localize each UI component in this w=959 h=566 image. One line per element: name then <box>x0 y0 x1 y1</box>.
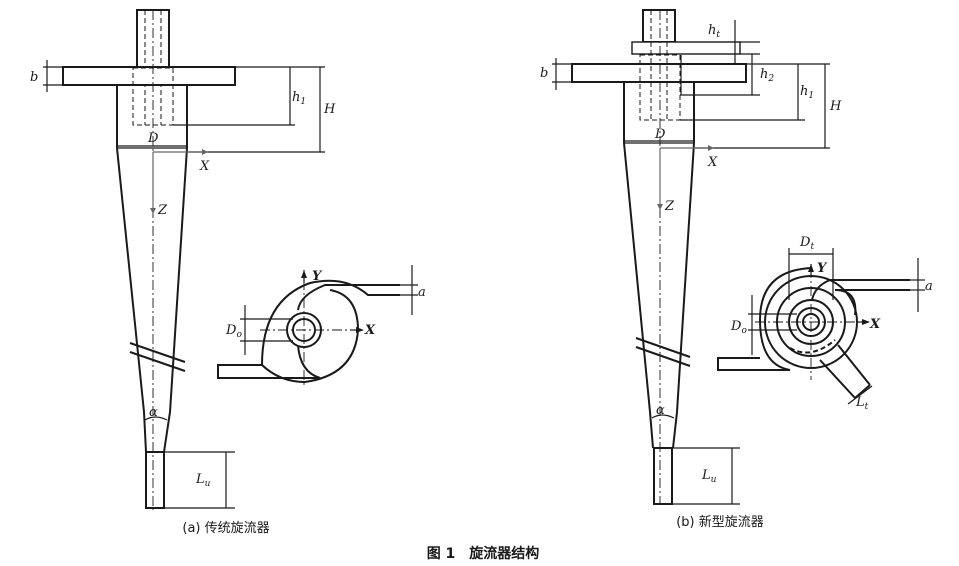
label-Y-a: Y <box>312 269 323 284</box>
label-Lt-b: Lt <box>855 395 869 412</box>
figure-caption: 图 1 旋流器结构 <box>427 545 540 562</box>
label-b-b: b <box>540 66 548 81</box>
label-a-b: a <box>925 279 933 294</box>
label-Z-b: Z <box>664 199 675 214</box>
label-b-a: b <box>30 70 38 85</box>
overflow-pipe <box>642 9 676 43</box>
label-Do-a: Do <box>225 323 242 340</box>
label-alpha-b: α <box>656 403 665 418</box>
underflow-pipe <box>145 451 165 509</box>
label-Xtop-b: X <box>869 317 881 332</box>
label-Lu-b: Lu <box>701 468 717 485</box>
label-H-b: H <box>829 99 842 114</box>
new-top-view <box>717 248 925 405</box>
label-X-a: X <box>199 159 210 174</box>
label-Do-b: Do <box>730 319 747 336</box>
label-ht-b: ht <box>708 23 720 40</box>
label-h1-b: h1 <box>800 84 814 101</box>
label-Xtop-a: X <box>364 323 376 338</box>
label-Dt-b: Dt <box>799 235 814 252</box>
label-D-b: D <box>654 127 666 142</box>
label-X-b: X <box>707 155 718 170</box>
label-D-a: D <box>147 131 159 146</box>
traditional-top-view <box>217 265 418 388</box>
label-h1-a: h1 <box>292 90 306 107</box>
traditional-cyclone <box>43 9 325 510</box>
label-Lu-a: Lu <box>195 472 211 489</box>
label-Y-b: Y <box>817 261 828 276</box>
label-h2-b: h2 <box>760 67 774 84</box>
underflow-pipe <box>653 447 673 505</box>
label-Z-a: Z <box>157 203 168 218</box>
label-H-a: H <box>323 102 336 117</box>
inlet-plate <box>62 66 236 86</box>
caption-b: (b) 新型旋流器 <box>676 514 764 530</box>
inlet-plate <box>571 63 747 83</box>
label-a-a: a <box>418 285 426 300</box>
new-cyclone <box>552 9 830 505</box>
label-alpha-a: α <box>149 405 158 420</box>
caption-a: (a) 传统旋流器 <box>182 521 269 536</box>
